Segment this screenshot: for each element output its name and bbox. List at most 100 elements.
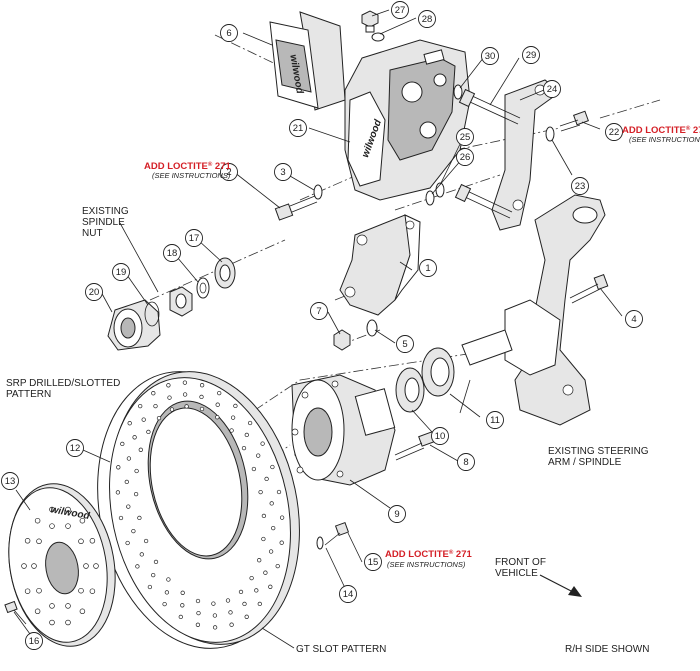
- bleeder-screw: [361, 10, 379, 33]
- callout-number: 1: [425, 263, 430, 274]
- callout-number: 19: [116, 267, 127, 278]
- rotor-drill-hole: [125, 540, 130, 546]
- callout-18: 18: [163, 244, 181, 262]
- bearing-race-11: [421, 347, 455, 397]
- callout-27: 27: [391, 1, 409, 19]
- callout-number: 21: [293, 123, 304, 134]
- label-steering-line2: ARM / SPINDLE: [548, 457, 622, 468]
- callout-7: 7: [310, 302, 328, 320]
- rotor-drill-hole: [264, 476, 269, 482]
- rotor-drill-hole: [215, 402, 220, 407]
- callout-14: 14: [339, 585, 357, 603]
- hat-bolt-hole: [79, 608, 86, 615]
- callout-12: 12: [66, 439, 84, 457]
- rotor-drill-hole: [228, 610, 233, 615]
- callout-10: 10: [431, 427, 449, 445]
- label-side-shown: R/H SIDE SHOWN: [565, 644, 649, 655]
- callout-number: 26: [460, 152, 471, 163]
- callout-bubble: [605, 123, 623, 141]
- label-srp-line2: PATTERN: [6, 389, 51, 400]
- callout-2: 2: [220, 163, 238, 181]
- callout-number: 7: [316, 306, 321, 317]
- callout-11: 11: [486, 411, 504, 429]
- rotor-drill-hole: [215, 415, 220, 420]
- washer-15: [316, 536, 324, 550]
- callout-number: 23: [575, 181, 586, 192]
- rotor-drill-hole: [139, 552, 144, 557]
- callout-bubble: [431, 427, 449, 445]
- callout-number: 3: [280, 167, 285, 178]
- rotor-drill-hole: [164, 590, 170, 595]
- callout-bubble: [456, 148, 474, 166]
- callout-number: 8: [463, 457, 468, 468]
- label-steering-arm: EXISTING STEERING ARM / SPINDLE: [548, 446, 649, 468]
- rotor-drill-hole: [156, 415, 162, 421]
- callout-bubble: [396, 335, 414, 353]
- washer-5: [366, 319, 378, 337]
- label-srp-line1: SRP DRILLED/SLOTTED: [6, 378, 120, 389]
- callout-number: 20: [89, 287, 100, 298]
- callout-bubble: [85, 283, 103, 301]
- callout-bubble: [185, 229, 203, 247]
- callout-bubble: [66, 439, 84, 457]
- caliper-body: wilwood: [344, 39, 471, 201]
- callout-number: 29: [526, 50, 537, 61]
- rotor-drill-hole: [147, 584, 153, 590]
- callout-number: 10: [435, 431, 446, 442]
- rotor-drill-hole: [275, 563, 280, 569]
- washer-23: [545, 126, 555, 142]
- rotor-drill-hole: [263, 570, 268, 575]
- callout-bubble: [220, 163, 238, 181]
- bleeder-cap: [371, 32, 385, 42]
- callout-number: 12: [70, 443, 81, 454]
- callout-bubble: [220, 24, 238, 42]
- rotor-drill-hole: [260, 441, 265, 446]
- nut-7: [333, 329, 351, 351]
- bolt-2: [274, 195, 318, 221]
- label-nut: NUT: [82, 228, 103, 239]
- hat-bolt-hole: [65, 506, 71, 513]
- hat-bolt-hole: [34, 608, 41, 615]
- callout-bubble: [419, 259, 437, 277]
- hat-bolt-hole: [78, 538, 84, 545]
- loctite-instructions-22: (SEE INSTRUCTIONS): [629, 135, 700, 144]
- callout-29: 29: [522, 46, 540, 64]
- callout-9: 9: [388, 505, 406, 523]
- hub-bolt-8: [394, 431, 436, 461]
- rotor-drill-hole: [131, 528, 136, 534]
- rotor-drill-hole: [151, 391, 156, 396]
- callout-bubble: [364, 553, 382, 571]
- rotor-drill-hole: [249, 575, 254, 581]
- rotor-drill-hole: [169, 407, 175, 412]
- rotor-drill-hole: [166, 383, 171, 388]
- hat-bolt-hole: [65, 619, 71, 626]
- rotor-drill-hole: [126, 504, 131, 509]
- hub: [291, 374, 396, 486]
- hat-bolt-hole: [49, 603, 55, 609]
- callout-number: 22: [609, 127, 620, 138]
- rotor-drill-hole: [199, 406, 205, 412]
- rotor-drill-hole: [225, 598, 231, 603]
- rotor-drill-hole: [127, 421, 132, 426]
- callout-bubble: [112, 263, 130, 281]
- hat-bolt-hole: [49, 523, 55, 529]
- callout-number: 17: [189, 233, 200, 244]
- callout-number: 5: [402, 339, 407, 350]
- hat-bolt-hole: [36, 587, 42, 594]
- callout-20: 20: [85, 283, 103, 301]
- rotor-drill-hole: [257, 601, 262, 607]
- rotor-drill-hole: [180, 590, 185, 595]
- callout-bubble: [418, 10, 436, 28]
- label-front-of: FRONT OF: [495, 557, 546, 568]
- callout-19: 19: [112, 263, 130, 281]
- rotor-drill-hole: [241, 445, 247, 451]
- rotor-drill-hole: [270, 464, 275, 470]
- washer-30: [453, 84, 463, 100]
- callout-bubble: [571, 177, 589, 195]
- bolt-16: [4, 600, 27, 625]
- rotor-drill-hole: [151, 572, 156, 578]
- washer-26: [425, 190, 435, 206]
- rotor-hat: wilwood: [8, 483, 116, 647]
- callout-17: 17: [185, 229, 203, 247]
- rotor-drill-hole: [212, 613, 218, 618]
